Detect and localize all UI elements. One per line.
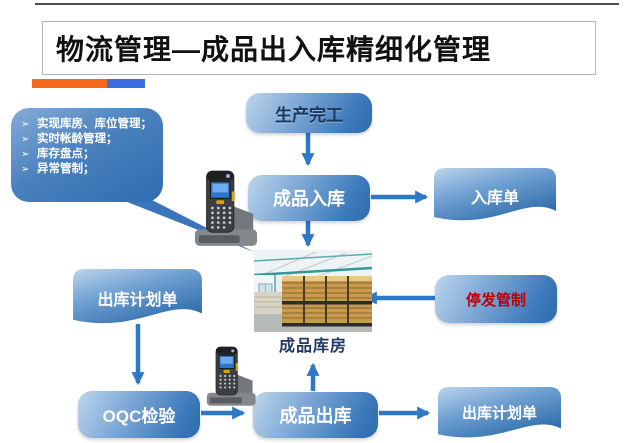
callout-item-text: 库存盘点； (37, 148, 95, 160)
node-label: 停发管制 (465, 291, 526, 309)
arrow-bullet-icon: ➢ (21, 134, 30, 145)
node-label: 成品入库 (273, 189, 345, 209)
node-label: OQC检验 (102, 407, 176, 426)
node-label: 出库计划单 (97, 292, 178, 309)
node-outbound-plan-left: 出库计划单 (72, 268, 203, 328)
node-label: 入库单 (470, 190, 519, 207)
node-label: 出库计划单 (461, 405, 537, 422)
node-finished-goods-out: 成品出库 (253, 392, 378, 438)
warehouse-photo (254, 250, 372, 332)
page-title-text: 物流管理—成品出入库精细化管理 (56, 34, 492, 65)
arrow-bullet-icon: ➢ (21, 119, 30, 130)
callout-item: ➢ 库存盘点； (21, 147, 155, 162)
barcode-scanner-image (194, 170, 258, 246)
node-outbound-plan-right: 出库计划单 (437, 386, 562, 442)
callout-item-text: 实时帐龄管理； (37, 133, 118, 145)
callout-bubble: ➢ 实现库房、库位管理； ➢ 实时帐龄管理； ➢ 库存盘点； ➢ 异常管制； (11, 108, 163, 202)
callout-item: ➢ 实时帐龄管理； (21, 132, 155, 147)
node-label: 成品库房 (278, 338, 347, 355)
callout-item: ➢ 实现库房、库位管理； (21, 117, 155, 132)
top-rule (35, 3, 619, 5)
page-title: 物流管理—成品出入库精细化管理 (42, 21, 596, 75)
callout-item-text: 实现库房、库位管理； (37, 118, 152, 130)
arrow-bullet-icon: ➢ (21, 164, 30, 175)
node-label: 成品出库 (279, 406, 352, 426)
node-inbound-order: 入库单 (433, 167, 557, 225)
title-accent-orange-bar (32, 79, 107, 88)
node-warehouse-label: 成品库房 (254, 332, 372, 356)
title-accent-blue-bar (107, 79, 145, 88)
callout-item-text: 异常管制； (37, 163, 95, 175)
node-stop-release-control: 停发管制 (435, 275, 557, 323)
arrow-bullet-icon: ➢ (21, 149, 30, 160)
node-label: 生产完工 (275, 105, 343, 125)
node-production-done: 生产完工 (246, 93, 372, 133)
node-finished-goods-in: 成品入库 (248, 175, 370, 221)
node-oqc-inspection: OQC检验 (78, 391, 200, 438)
barcode-scanner-image (206, 346, 256, 406)
callout-item: ➢ 异常管制； (21, 162, 155, 177)
